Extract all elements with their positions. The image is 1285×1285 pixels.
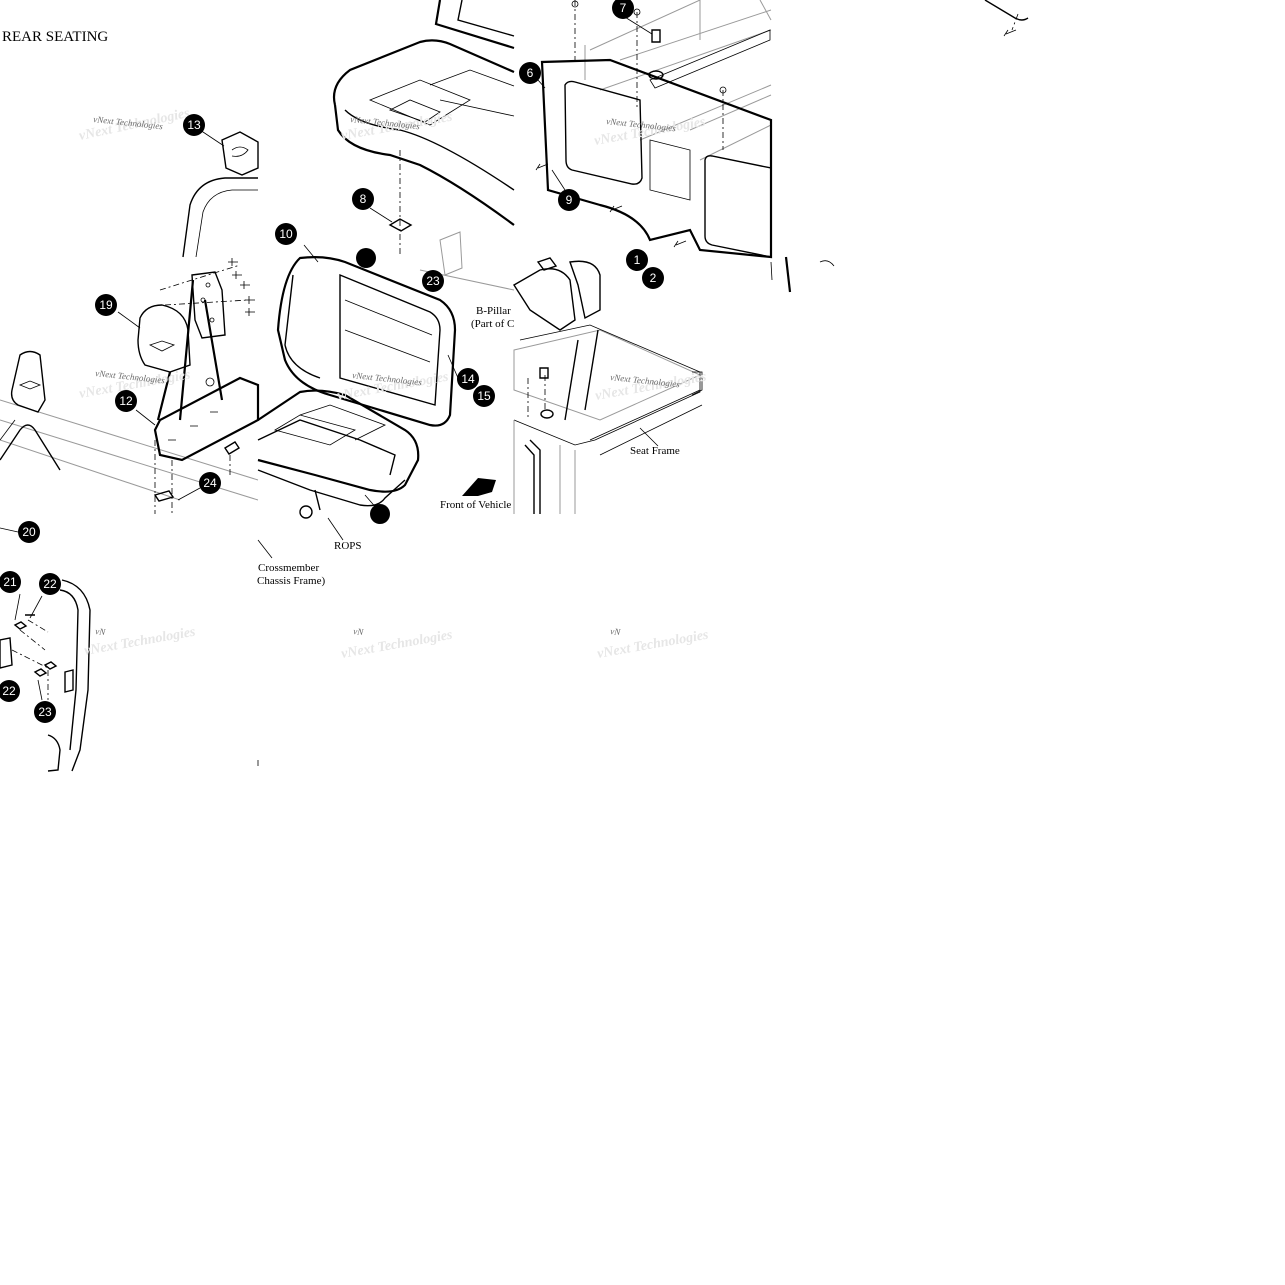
label-rops: ROPS xyxy=(334,540,362,552)
seat-back xyxy=(276,256,457,427)
tile-middle-far-right xyxy=(770,256,835,293)
panel-window-right xyxy=(704,155,772,258)
seat-back-panel xyxy=(339,273,441,406)
part-1-pad xyxy=(536,257,558,271)
callout-8: 8 xyxy=(352,188,374,210)
callout-23-lower: 23 xyxy=(34,701,56,723)
callout-15: 15 xyxy=(473,385,495,407)
tile-top-middle: vNext Technologies vNext Technologies xyxy=(332,0,515,257)
seat-frame-outline xyxy=(513,329,702,421)
seat-cushion-edge xyxy=(257,419,396,476)
callout-10: 10 xyxy=(275,223,297,245)
bracket-part xyxy=(221,131,259,176)
svg-text:19: 19 xyxy=(99,298,113,312)
bracket-slot xyxy=(231,146,249,157)
callout-24: 24 xyxy=(199,472,221,494)
tile-middle-left: vNext Technologies vNext Technologies xyxy=(0,258,260,514)
callouts: 1 2 6 7 8 9 10 12 13 14 15 19 20 21 22 2… xyxy=(0,0,664,723)
seat-latch xyxy=(513,268,576,331)
svg-text:10: 10 xyxy=(279,227,293,241)
svg-text:8: 8 xyxy=(360,192,367,206)
label-seat-frame: Seat Frame xyxy=(630,445,680,457)
svg-text:20: 20 xyxy=(22,525,36,539)
svg-text:1: 1 xyxy=(634,253,641,267)
callout-partial xyxy=(370,504,390,524)
seat-cushion xyxy=(257,389,420,493)
clamp-part xyxy=(0,637,13,669)
svg-text:22: 22 xyxy=(43,577,57,591)
svg-text:22: 22 xyxy=(2,684,16,698)
svg-text:2: 2 xyxy=(650,271,657,285)
frame-strut xyxy=(649,29,771,89)
rops-tube xyxy=(524,439,541,514)
front-arrow-icon xyxy=(462,478,496,496)
page-title: REAR SEATING xyxy=(2,29,108,45)
tile-bottom-right: vNext Technologies vN xyxy=(596,626,710,662)
tile-middle-right: Seat Frame vNext Technologies vNext Tech… xyxy=(513,257,708,514)
svg-text:15: 15 xyxy=(477,389,491,403)
svg-text:vN: vN xyxy=(610,626,622,637)
svg-text:6: 6 xyxy=(527,66,534,80)
label-crossmember: Crossmember xyxy=(258,562,319,574)
frame-upright xyxy=(564,329,599,421)
callout-13: 13 xyxy=(183,114,205,136)
svg-text:23: 23 xyxy=(426,274,440,288)
seat-base-bracket xyxy=(153,376,260,462)
svg-text:23: 23 xyxy=(38,705,52,719)
seat-back-top xyxy=(434,0,515,50)
seat-cushion-front xyxy=(333,104,515,226)
label-b-pillar-sub: (Part of C xyxy=(471,318,514,330)
svg-text:24: 24 xyxy=(203,476,217,490)
panel-edge-lower xyxy=(784,256,792,293)
svg-text:vN: vN xyxy=(95,626,107,637)
tile-top-far-right xyxy=(984,0,1029,37)
headrest-19 xyxy=(137,304,191,373)
headrest-emblem xyxy=(148,340,176,352)
seat-cushion-top xyxy=(332,39,515,106)
svg-text:21: 21 xyxy=(3,575,17,589)
svg-text:12: 12 xyxy=(119,394,133,408)
support-rods xyxy=(156,279,224,421)
callout-6: 6 xyxy=(519,62,541,84)
svg-text:vN: vN xyxy=(353,626,365,637)
seat-back-outline xyxy=(182,177,258,258)
panel-window-left xyxy=(564,80,643,185)
callout-23-upper: 23 xyxy=(422,270,444,292)
callout-22-lower: 22 xyxy=(0,680,20,702)
svg-text:9: 9 xyxy=(566,193,573,207)
tile-bottom-left: vNext Technologies vN xyxy=(0,527,197,772)
label-b-pillar: B-Pillar xyxy=(476,305,511,317)
bolt-part-7 xyxy=(651,29,661,43)
panel-edge xyxy=(984,0,1029,21)
rops-hoop xyxy=(61,579,91,772)
mount-plate xyxy=(191,271,226,339)
callout-1: 1 xyxy=(626,249,648,271)
callout-partial xyxy=(356,248,376,268)
headrest-left xyxy=(10,350,46,413)
callout-2: 2 xyxy=(642,267,664,289)
tile-bottom-center: Crossmember Chassis Frame) ROPS vNext Te… xyxy=(257,517,454,766)
callout-7: 7 xyxy=(612,0,634,19)
seat-frame-left xyxy=(0,424,61,471)
tile-top-right: vNext Technologies vNext Technologies xyxy=(535,0,773,259)
callout-19: 19 xyxy=(95,294,117,316)
svg-text:7: 7 xyxy=(620,1,627,15)
callout-22-upper: 22 xyxy=(39,573,61,595)
svg-text:14: 14 xyxy=(461,372,475,386)
svg-text:13: 13 xyxy=(187,118,201,132)
callout-14: 14 xyxy=(457,368,479,390)
label-front-of-vehicle: Front of Vehicle xyxy=(440,499,511,511)
tile-top-left: vNext Technologies vNext Technologies xyxy=(78,106,259,258)
rear-panel xyxy=(540,58,773,259)
bracket-part-24 xyxy=(153,490,175,502)
callout-9: 9 xyxy=(558,189,580,211)
label-crossmember-sub: Chassis Frame) xyxy=(257,575,325,587)
callout-20: 20 xyxy=(18,521,40,543)
callout-21: 21 xyxy=(0,571,21,593)
part-8-pad xyxy=(388,218,413,232)
callout-12: 12 xyxy=(115,390,137,412)
